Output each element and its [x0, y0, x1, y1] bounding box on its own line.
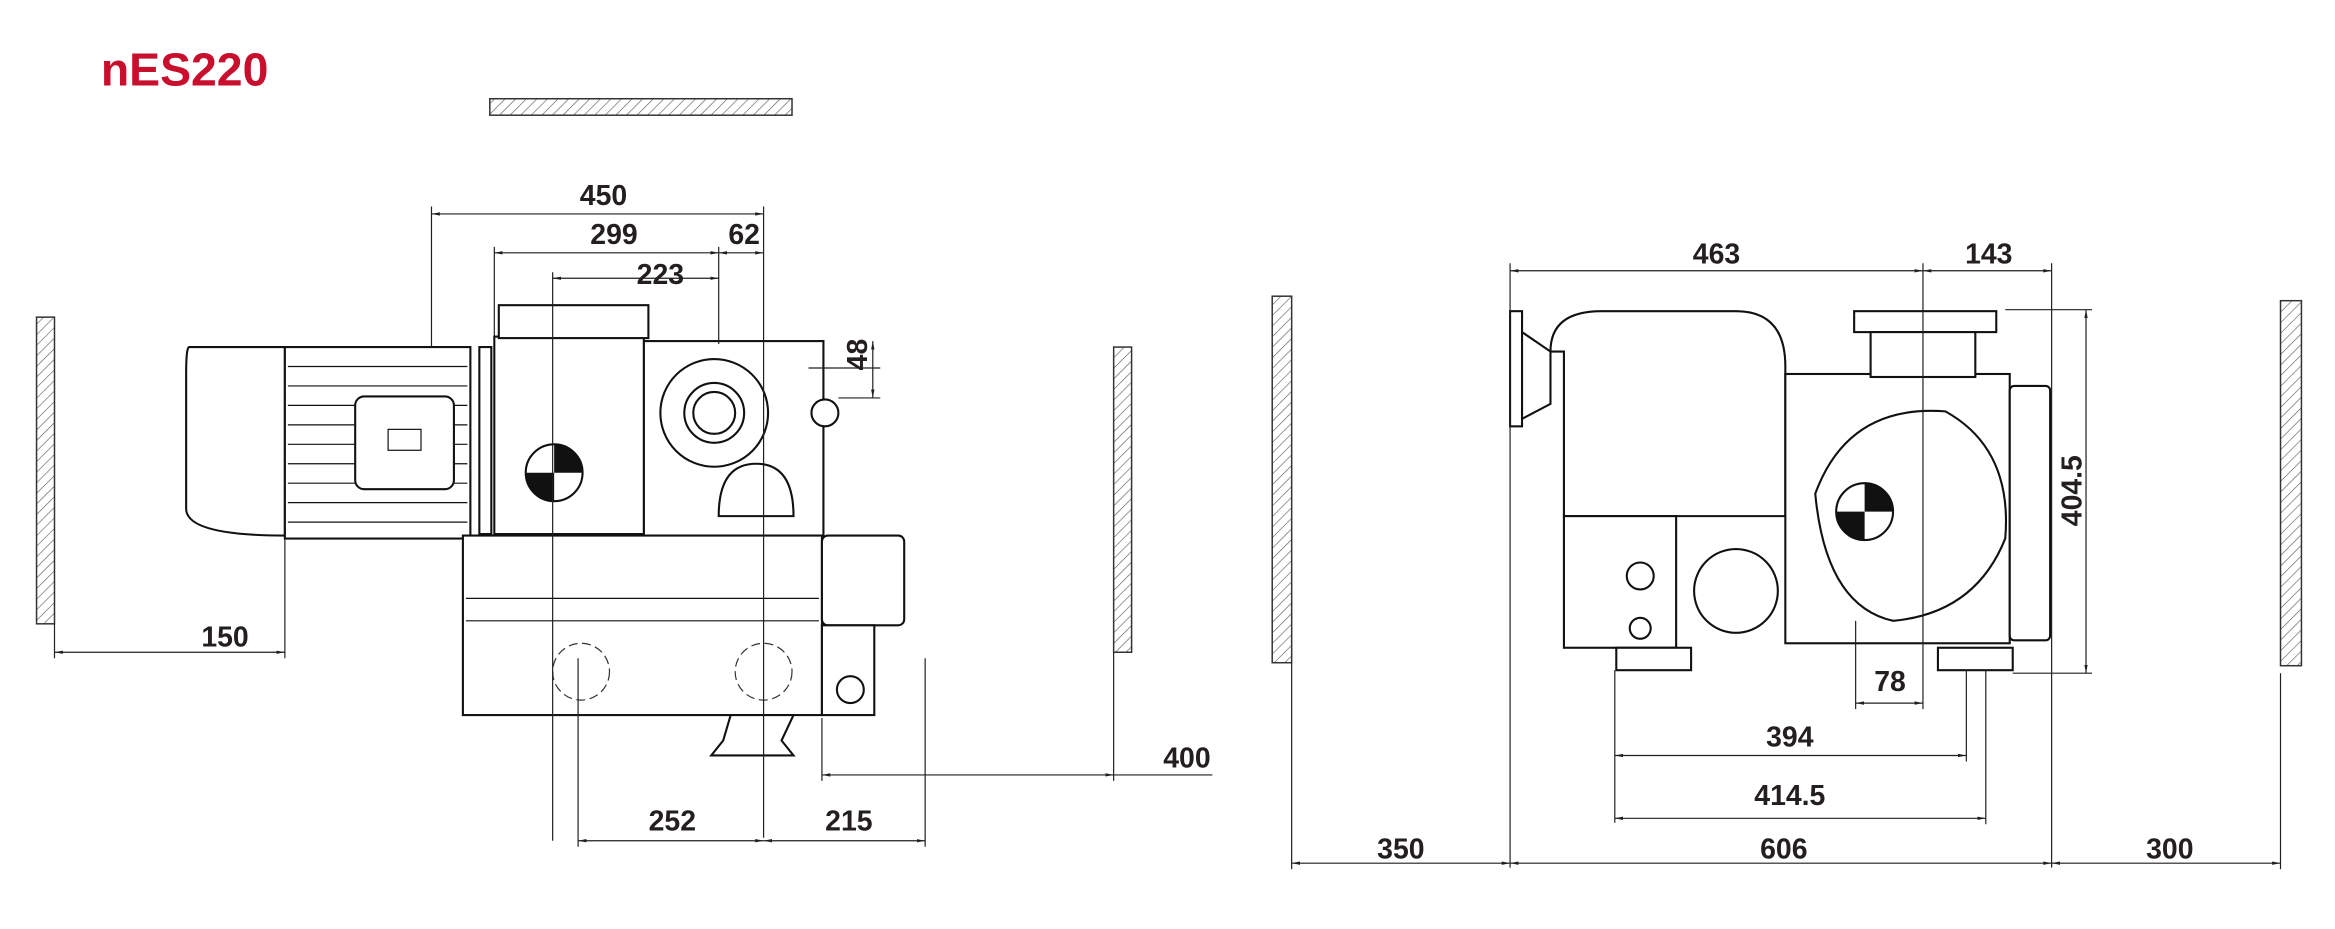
dim-404-5: 404.5	[2057, 455, 2089, 526]
dim-62: 62	[728, 219, 760, 251]
pump-front-view	[1509, 310, 2052, 672]
inlet-filter-top	[497, 304, 650, 340]
weg-logo	[387, 428, 422, 451]
dim-215: 215	[825, 805, 872, 837]
dim-300: 300	[2146, 834, 2193, 866]
outlet-dome	[717, 462, 795, 518]
motor-end	[2008, 384, 2052, 642]
motor-fan-cover	[185, 346, 286, 537]
oil-filter	[1693, 547, 1779, 634]
oil-separator	[461, 534, 823, 717]
dim-350: 350	[1377, 834, 1424, 866]
clearance-walls	[35, 97, 2303, 667]
dim-414-5: 414.5	[1754, 780, 1825, 812]
rotor-housing	[1814, 409, 2008, 622]
dim-299: 299	[590, 219, 637, 251]
inlet-flange-front	[1509, 310, 1524, 428]
foot	[709, 714, 796, 757]
front-view-dimensions: 463 143 404.5 78 394 414.5 350 606 300	[1291, 238, 2282, 870]
wall-right-front-view	[2279, 299, 2303, 667]
model-title: nES220	[101, 43, 269, 95]
motor-flange	[478, 346, 493, 536]
wall-top	[489, 97, 793, 116]
foot-right	[1936, 646, 2014, 672]
dim-150: 150	[201, 621, 248, 653]
inlet-top-front	[1853, 310, 1998, 334]
oil-sight-block	[1562, 515, 1678, 649]
wall-left-side-view	[35, 316, 56, 625]
dim-606: 606	[1760, 834, 1807, 866]
dim-223: 223	[637, 259, 684, 291]
dim-394: 394	[1766, 721, 1814, 753]
dim-143: 143	[1965, 238, 2012, 270]
foot-left	[1615, 646, 1693, 672]
valve	[810, 398, 840, 428]
side-view-dimensions: 450 299 62 223 48 150 400 252 215	[53, 180, 1213, 847]
dim-252: 252	[649, 805, 696, 837]
coupling-housing	[493, 335, 645, 536]
terminal-box	[354, 395, 455, 491]
pump-side-view	[185, 304, 906, 757]
exhaust-filter	[820, 534, 906, 627]
dim-463: 463	[1693, 238, 1740, 270]
separator-housing	[1549, 310, 1787, 518]
wall-left-front-view	[1271, 295, 1293, 664]
dim-400: 400	[1163, 742, 1210, 774]
dim-48: 48	[842, 339, 874, 371]
dim-78: 78	[1874, 666, 1906, 698]
dim-450: 450	[580, 180, 627, 212]
wall-right-side-view	[1112, 346, 1133, 653]
